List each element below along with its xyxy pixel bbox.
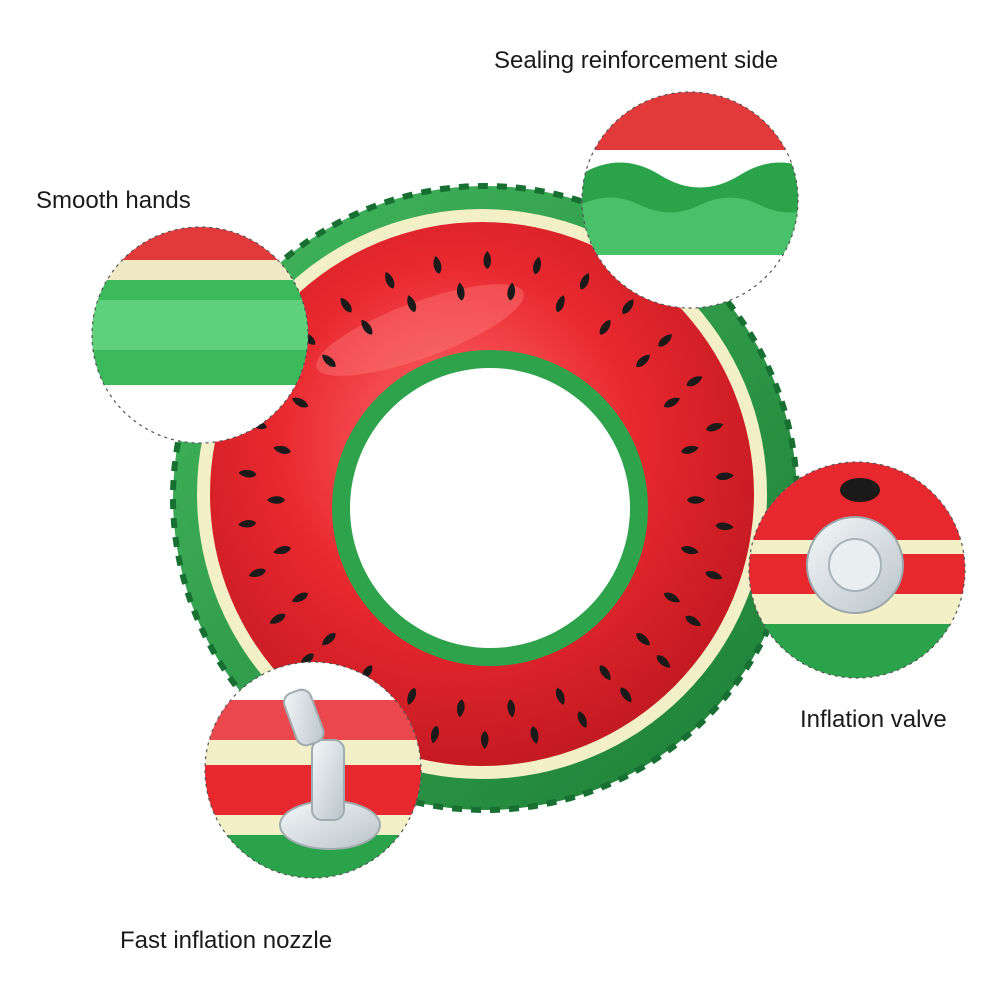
seed (636, 633, 650, 646)
seed (385, 271, 395, 289)
seed (620, 687, 632, 703)
fast-inflation-nozzle-label: Fast inflation nozzle (120, 927, 333, 954)
inflation-valve-callout (748, 461, 966, 679)
seed (292, 397, 309, 408)
seed (483, 251, 492, 270)
seed (292, 592, 309, 603)
seed (407, 687, 417, 705)
seed (431, 725, 440, 744)
seed (555, 687, 565, 705)
seed (248, 568, 266, 578)
sealing-reinforcement-label: Sealing reinforcement side (494, 47, 779, 74)
seed (663, 397, 680, 408)
seed (273, 546, 291, 555)
seed (340, 297, 352, 313)
seed (555, 295, 565, 313)
seed (705, 570, 723, 580)
seed (267, 496, 285, 504)
seed (480, 730, 489, 749)
watermelon-swim-ring-icon (170, 183, 800, 813)
seed (507, 282, 516, 301)
seed (322, 354, 336, 367)
seed (579, 273, 590, 290)
seed (681, 546, 699, 555)
smooth-hands-label: Smooth hands (36, 187, 191, 214)
seed (322, 633, 336, 646)
seed (456, 282, 465, 301)
inflation-valve-label: Inflation valve (800, 706, 947, 733)
seed (532, 256, 541, 275)
seed (577, 711, 587, 729)
seed (685, 615, 701, 627)
seed (507, 699, 516, 718)
seed (238, 469, 257, 478)
seed (636, 354, 650, 367)
seed (530, 726, 539, 744)
seed (658, 334, 672, 347)
seed (599, 319, 611, 335)
seed (656, 655, 671, 668)
sealing-detail-callout (581, 91, 799, 309)
seed (433, 256, 442, 274)
nozzle-icon (279, 688, 381, 850)
seed (407, 295, 417, 313)
seed (238, 519, 257, 528)
seed (663, 592, 680, 603)
seed (715, 522, 734, 531)
seed (681, 445, 699, 454)
seed (706, 422, 724, 432)
seed (273, 445, 291, 454)
seed (269, 613, 286, 624)
seed (361, 319, 373, 335)
seed (456, 699, 465, 718)
seed (599, 665, 611, 681)
seed (686, 376, 703, 387)
seed (622, 299, 634, 314)
seed (687, 496, 705, 504)
seed (715, 472, 734, 481)
